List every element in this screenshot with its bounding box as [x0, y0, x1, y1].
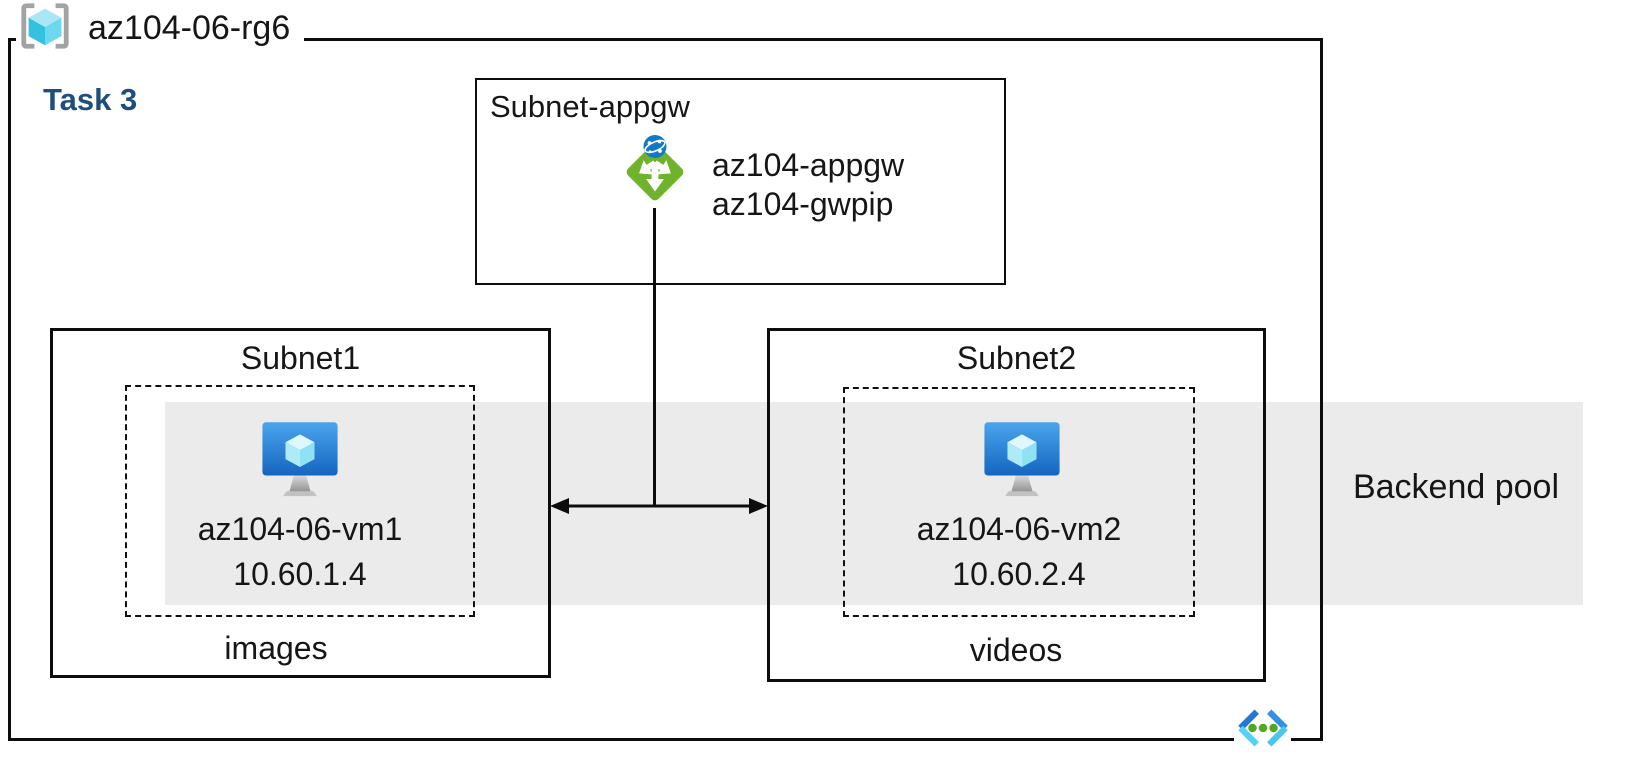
task-label: Task 3 — [43, 82, 138, 117]
subnet1-backend-zone — [125, 385, 475, 617]
vm2-name: az104-06-vm2 — [916, 511, 1122, 547]
appgw-subnet-title: Subnet-appgw — [490, 89, 690, 124]
vm1-name: az104-06-vm1 — [197, 511, 403, 547]
backend-pool-band — [165, 402, 1583, 605]
appgw-labels: az104-appgw az104-gwpip — [712, 146, 904, 224]
appgw-public-ip-name: az104-gwpip — [712, 186, 894, 222]
vm1-labels: az104-06-vm1 10.60.1.4 — [125, 507, 475, 597]
subnet2-box: Subnet2 — [767, 328, 1266, 682]
appgw-to-subnets-connector — [653, 208, 656, 507]
backend-pool-label: Backend pool — [1352, 468, 1560, 506]
vm2-labels: az104-06-vm2 10.60.2.4 — [843, 507, 1195, 597]
application-gateway-icon — [619, 132, 691, 215]
virtual-network-icon — [1234, 703, 1291, 753]
resource-group-name: az104-06-rg6 — [88, 8, 291, 47]
appgw-subnet-box: Subnet-appgw — [475, 78, 1006, 285]
vm1-ip: 10.60.1.4 — [233, 556, 367, 592]
vm2-ip: 10.60.2.4 — [952, 556, 1086, 592]
subnet2-backend-zone — [843, 387, 1195, 617]
virtual-machine-icon — [261, 421, 339, 506]
resource-group-box — [8, 38, 1323, 741]
appgw-name: az104-appgw — [712, 147, 905, 183]
subnet2-title: Subnet2 — [956, 340, 1077, 376]
subnet2-content-label: videos — [969, 632, 1063, 668]
subnet1-title: Subnet1 — [240, 340, 361, 376]
subnet1-box: Subnet1 — [50, 328, 551, 678]
virtual-machine-icon — [983, 421, 1061, 506]
resource-group-header: az104-06-rg6 — [16, 0, 305, 56]
subnet1-content-label: images — [224, 630, 328, 666]
subnet-double-arrow — [548, 493, 770, 524]
resource-group-icon — [18, 1, 72, 56]
